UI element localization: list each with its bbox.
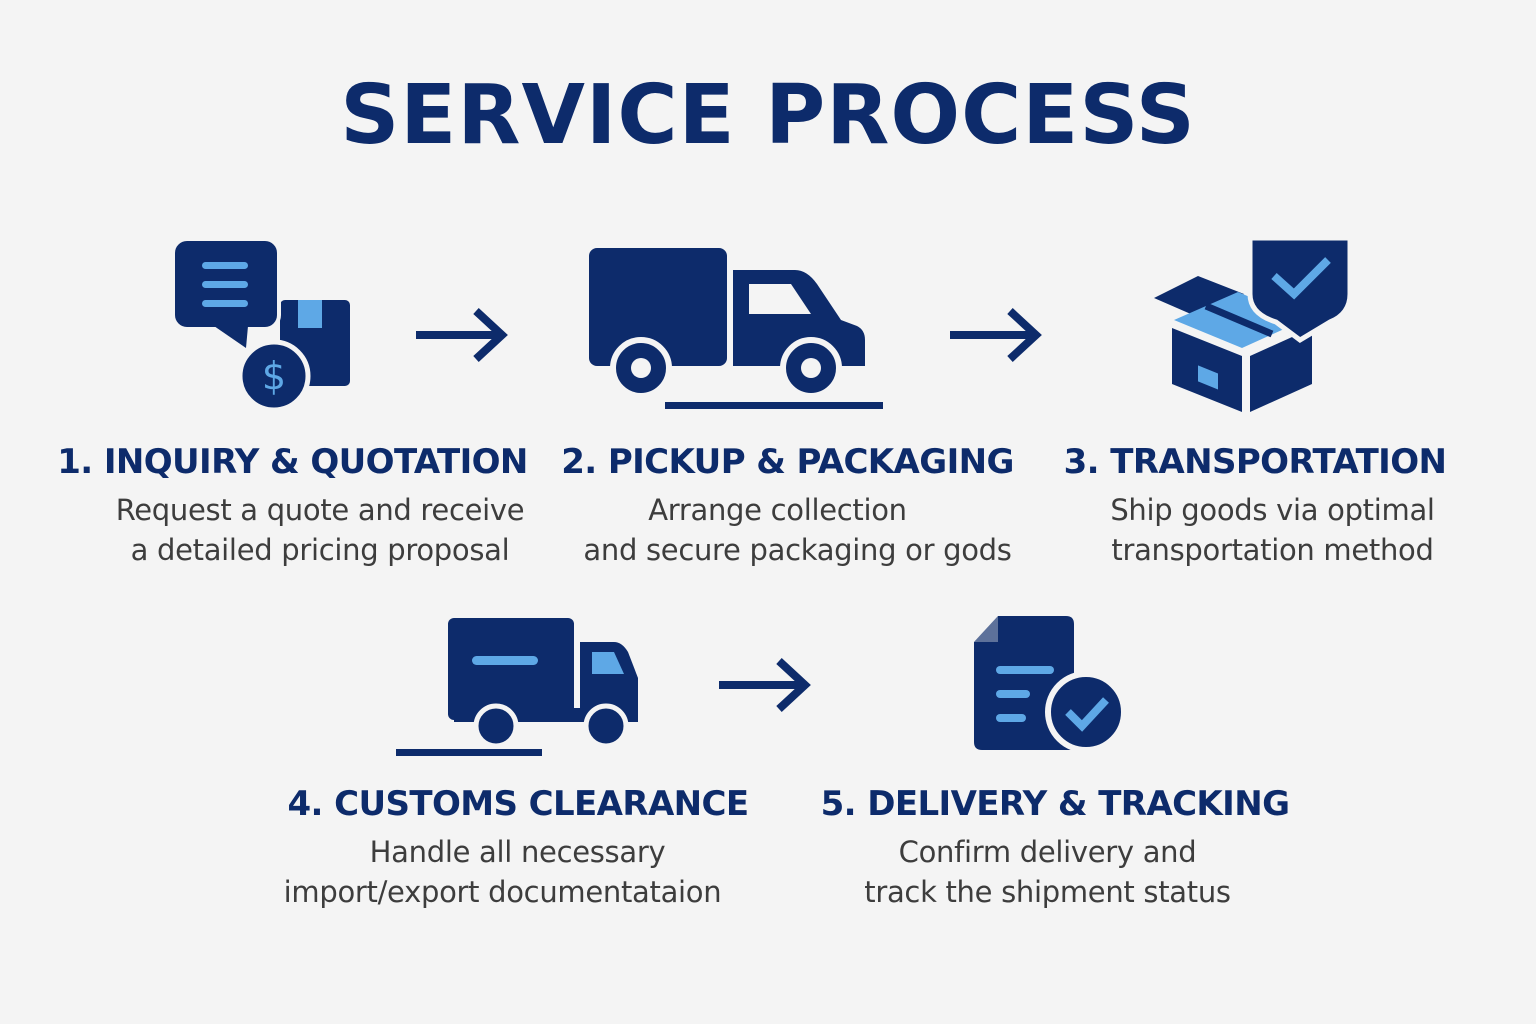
step-title: 1. INQUIRY & QUOTATION — [57, 442, 528, 482]
step-title: 4. CUSTOMS CLEARANCE — [287, 784, 750, 824]
document-check-icon — [974, 616, 1127, 753]
chat-quote-icon: $ — [171, 237, 350, 411]
step-title: 3. TRANSPORTATION — [1063, 442, 1447, 482]
step-description: Ship goods via optimal transportation me… — [1070, 490, 1475, 570]
step-description-line: a detailed pricing proposal — [130, 533, 510, 567]
step-description: Request a quote and receive a detailed p… — [70, 490, 570, 570]
step-description-line: transportation method — [1111, 533, 1434, 567]
step-description-line: and secure packaging or gods — [583, 533, 1012, 567]
step-title: 5. DELIVERY & TRACKING — [820, 784, 1290, 824]
step-description: Arrange collection and secure packaging … — [545, 490, 1050, 570]
page-title: SERVICE PROCESS — [340, 68, 1196, 163]
arrow-right-icon — [719, 658, 811, 712]
step-description-line: Arrange collection — [648, 493, 907, 527]
arrow-right-icon — [950, 308, 1042, 362]
step-description: Handle all necessary import/export docum… — [250, 832, 755, 912]
svg-text:$: $ — [262, 354, 286, 398]
step-description-line: Confirm delivery and — [898, 835, 1197, 869]
cargo-truck-icon — [396, 618, 638, 756]
step-description-line: import/export documentataion — [283, 875, 722, 909]
delivery-truck-icon — [589, 248, 883, 409]
step-description: Confirm delivery and track the shipment … — [820, 832, 1275, 912]
box-check-icon — [1154, 236, 1353, 412]
step-description-line: Ship goods via optimal — [1110, 493, 1435, 527]
step-description-line: Request a quote and receive — [115, 493, 525, 527]
step-description-line: Handle all necessary — [369, 835, 666, 869]
arrow-right-icon — [416, 308, 508, 362]
step-title: 2. PICKUP & PACKAGING — [561, 442, 1014, 482]
step-description-line: track the shipment status — [864, 875, 1231, 909]
